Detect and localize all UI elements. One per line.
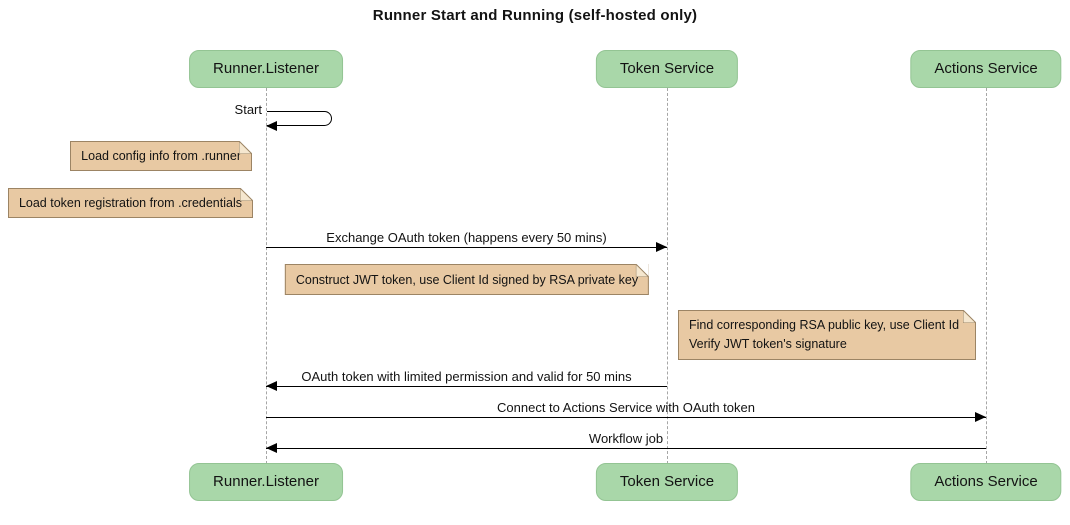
participant-runner-listener-top: Runner.Listener xyxy=(189,50,343,88)
self-message-loop xyxy=(267,111,332,126)
arrowhead-right-icon xyxy=(656,242,667,252)
message-label-oauth-return: OAuth token with limited permission and … xyxy=(301,369,632,384)
message-line-connect xyxy=(266,417,986,418)
note-text-line1: Find corresponding RSA public key, use C… xyxy=(689,318,960,332)
note-fold-icon xyxy=(636,264,650,277)
participant-actions-service-bottom: Actions Service xyxy=(910,463,1062,501)
note-fold-icon xyxy=(963,310,976,323)
arrowhead-right-icon xyxy=(975,412,986,422)
message-line-workflow-job xyxy=(266,448,986,449)
arrowhead-left-icon xyxy=(266,121,277,131)
arrowhead-left-icon xyxy=(266,443,277,453)
participant-token-service-top: Token Service xyxy=(595,50,739,88)
participant-actions-service-top: Actions Service xyxy=(910,50,1062,88)
lifeline-runner-listener xyxy=(266,88,267,464)
note-fold-icon xyxy=(239,141,252,154)
message-line-exchange-oauth xyxy=(266,247,667,248)
participant-runner-listener-bottom: Runner.Listener xyxy=(189,463,343,501)
message-label-exchange-oauth: Exchange OAuth token (happens every 50 m… xyxy=(326,230,607,245)
message-label-workflow-job: Workflow job xyxy=(588,431,664,446)
note-construct-jwt: Construct JWT token, use Client Id signe… xyxy=(284,264,650,295)
note-text: Load token registration from .credential… xyxy=(18,196,242,210)
note-load-credentials: Load token registration from .credential… xyxy=(7,188,253,218)
note-text: Construct JWT token, use Client Id signe… xyxy=(295,272,639,287)
message-label-connect: Connect to Actions Service with OAuth to… xyxy=(497,400,755,415)
arrowhead-left-icon xyxy=(266,381,277,391)
lifeline-token-service xyxy=(667,88,668,464)
diagram-title: Runner Start and Running (self-hosted on… xyxy=(372,7,698,24)
message-line-oauth-return xyxy=(266,386,667,387)
note-load-config: Load config info from .runner xyxy=(70,141,252,171)
note-text: Load config info from .runner xyxy=(81,149,241,163)
note-fold-icon xyxy=(240,188,253,201)
note-text-line2: Verify JWT token's signature xyxy=(689,337,847,351)
note-verify-jwt: Find corresponding RSA public key, use C… xyxy=(678,310,976,360)
lifeline-actions-service xyxy=(986,88,987,464)
message-label-start: Start xyxy=(234,102,262,117)
participant-token-service-bottom: Token Service xyxy=(595,463,739,501)
